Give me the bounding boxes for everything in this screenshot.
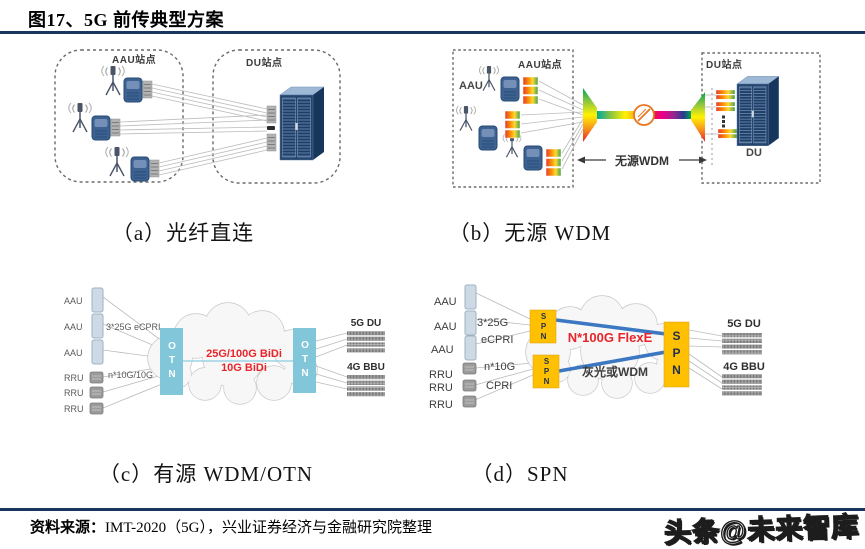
aau-unit-icon bbox=[478, 125, 498, 151]
otn-node-right bbox=[293, 328, 316, 393]
otn-node-label-right: OTN bbox=[299, 340, 311, 382]
du-stack-label-c: 5G DU bbox=[350, 318, 382, 329]
cpri-line-label: n*10G/10G bbox=[108, 370, 154, 380]
aau-label: AAU bbox=[64, 322, 83, 332]
output-lines bbox=[315, 332, 348, 390]
caption-a: （a）光纤直连 bbox=[111, 221, 255, 245]
otn-node-left bbox=[160, 328, 183, 395]
rru-label: RRU bbox=[429, 369, 453, 381]
passive-wdm-label: 无源WDM bbox=[615, 154, 669, 168]
bidi-label-1: 25G/100G BiDi bbox=[206, 348, 282, 360]
du-site-box bbox=[212, 49, 341, 184]
bidi-label-2: 10G BiDi bbox=[221, 362, 267, 374]
aau-site-label-a: AAU站点 bbox=[112, 55, 157, 66]
du-label-b: DU bbox=[746, 147, 762, 159]
caption-c: （c）有源 WDM/OTN bbox=[98, 462, 314, 486]
flexe-label: N*100G FlexE bbox=[567, 330, 653, 345]
rru-label: RRU bbox=[429, 382, 453, 394]
aau-unit-icon bbox=[500, 76, 520, 102]
du-site-label-b: DU站点 bbox=[706, 60, 743, 71]
rack-stack-4g-bbu bbox=[722, 374, 762, 396]
aau-panel-icon bbox=[464, 284, 477, 361]
ecpri-line-label-1: 3*25G bbox=[477, 317, 509, 329]
source-line: 资料来源：IMT-2020（5G），兴业证券经济与金融研究院整理 bbox=[30, 516, 432, 537]
title-rule bbox=[0, 31, 865, 34]
watermark: 头条@未来智库 bbox=[663, 511, 861, 549]
output-lines bbox=[688, 329, 723, 390]
rack-stack-4g-bbu bbox=[347, 375, 385, 397]
rru-box-icon bbox=[89, 371, 104, 415]
rru-label: RRU bbox=[64, 404, 84, 414]
aau-label-b: AAU bbox=[459, 80, 483, 92]
aau-site-box bbox=[54, 49, 184, 183]
server-cabinet-icon bbox=[736, 75, 780, 147]
flexe-links bbox=[555, 318, 667, 373]
fiber-lines bbox=[705, 94, 718, 135]
aau-label: AAU bbox=[64, 348, 83, 358]
aau-label: AAU bbox=[431, 344, 454, 356]
rru-label: RRU bbox=[64, 388, 84, 398]
footer-rule bbox=[0, 508, 865, 511]
fiber-lines bbox=[520, 80, 584, 170]
antenna-icon bbox=[105, 146, 129, 177]
caption-d: （d）SPN bbox=[471, 462, 569, 486]
spn-node-label-top: SPN bbox=[539, 311, 548, 342]
figure-title: 图17、5G 前传典型方案 bbox=[28, 10, 225, 30]
du-site-box bbox=[701, 52, 821, 184]
spn-node-label-right: SPN bbox=[669, 329, 684, 380]
rru-label: RRU bbox=[429, 399, 453, 411]
bbu-stack-label-d: 4G BBU bbox=[723, 361, 765, 373]
aau-panel-icon bbox=[91, 287, 104, 365]
aau-label: AAU bbox=[434, 321, 457, 333]
otn-node-label-left: OTN bbox=[166, 341, 178, 383]
aau-label: AAU bbox=[64, 296, 83, 306]
wdm-demux-icon bbox=[691, 92, 705, 142]
aau-unit-icon bbox=[91, 115, 111, 141]
caption-b: （b）无源 WDM bbox=[448, 221, 612, 245]
diagram-c-shapes bbox=[89, 287, 385, 415]
source-text: IMT-2020（5G），兴业证券经济与金融研究院整理 bbox=[105, 520, 432, 536]
ecpri-line-label: 3*25G eCPRI bbox=[106, 322, 161, 332]
rainbow-connector bbox=[715, 89, 738, 139]
rack-stack-5g-du bbox=[347, 331, 385, 353]
diagram-d-shapes bbox=[462, 284, 762, 408]
antenna-icon bbox=[455, 105, 477, 132]
spn-node-right bbox=[663, 321, 690, 388]
source-label: 资料来源： bbox=[30, 520, 106, 536]
connector-block bbox=[110, 80, 277, 178]
spn-node-label-bottom: SPN bbox=[542, 356, 551, 387]
diagram-a-shapes bbox=[54, 49, 341, 184]
cpri-line-label-1: n*10G bbox=[484, 361, 516, 373]
aau-site-label-b: AAU站点 bbox=[518, 60, 563, 71]
antenna-icon bbox=[101, 65, 125, 96]
aau-label: AAU bbox=[434, 296, 457, 308]
fiber-lines bbox=[119, 83, 268, 176]
aau-unit-icon bbox=[123, 77, 143, 103]
aau-unit-icon bbox=[130, 156, 150, 182]
access-lines bbox=[474, 292, 534, 401]
splice-icon bbox=[633, 104, 655, 126]
du-site-label-a: DU站点 bbox=[246, 58, 283, 69]
cpri-line-label-2: CPRI bbox=[486, 380, 513, 392]
spn-node-bottom bbox=[532, 354, 560, 389]
aau-unit-icon bbox=[523, 145, 543, 171]
rru-box-icon bbox=[462, 362, 477, 408]
server-cabinet-icon bbox=[279, 86, 325, 161]
antenna-icon bbox=[68, 102, 92, 133]
ecpri-line-label-2: eCPRI bbox=[481, 334, 514, 346]
wdm-mux-icon bbox=[583, 88, 597, 142]
grey-wdm-label: 灰光或WDM bbox=[582, 365, 648, 379]
passive-wdm-arrow bbox=[577, 156, 707, 164]
diagram-b-shapes bbox=[452, 49, 821, 188]
bbu-stack-label-c: 4G BBU bbox=[347, 362, 385, 373]
rru-label: RRU bbox=[64, 373, 84, 383]
rack-stack-5g-du bbox=[722, 333, 762, 355]
du-stack-label-d: 5G DU bbox=[727, 318, 761, 330]
spn-node-top bbox=[529, 309, 557, 344]
